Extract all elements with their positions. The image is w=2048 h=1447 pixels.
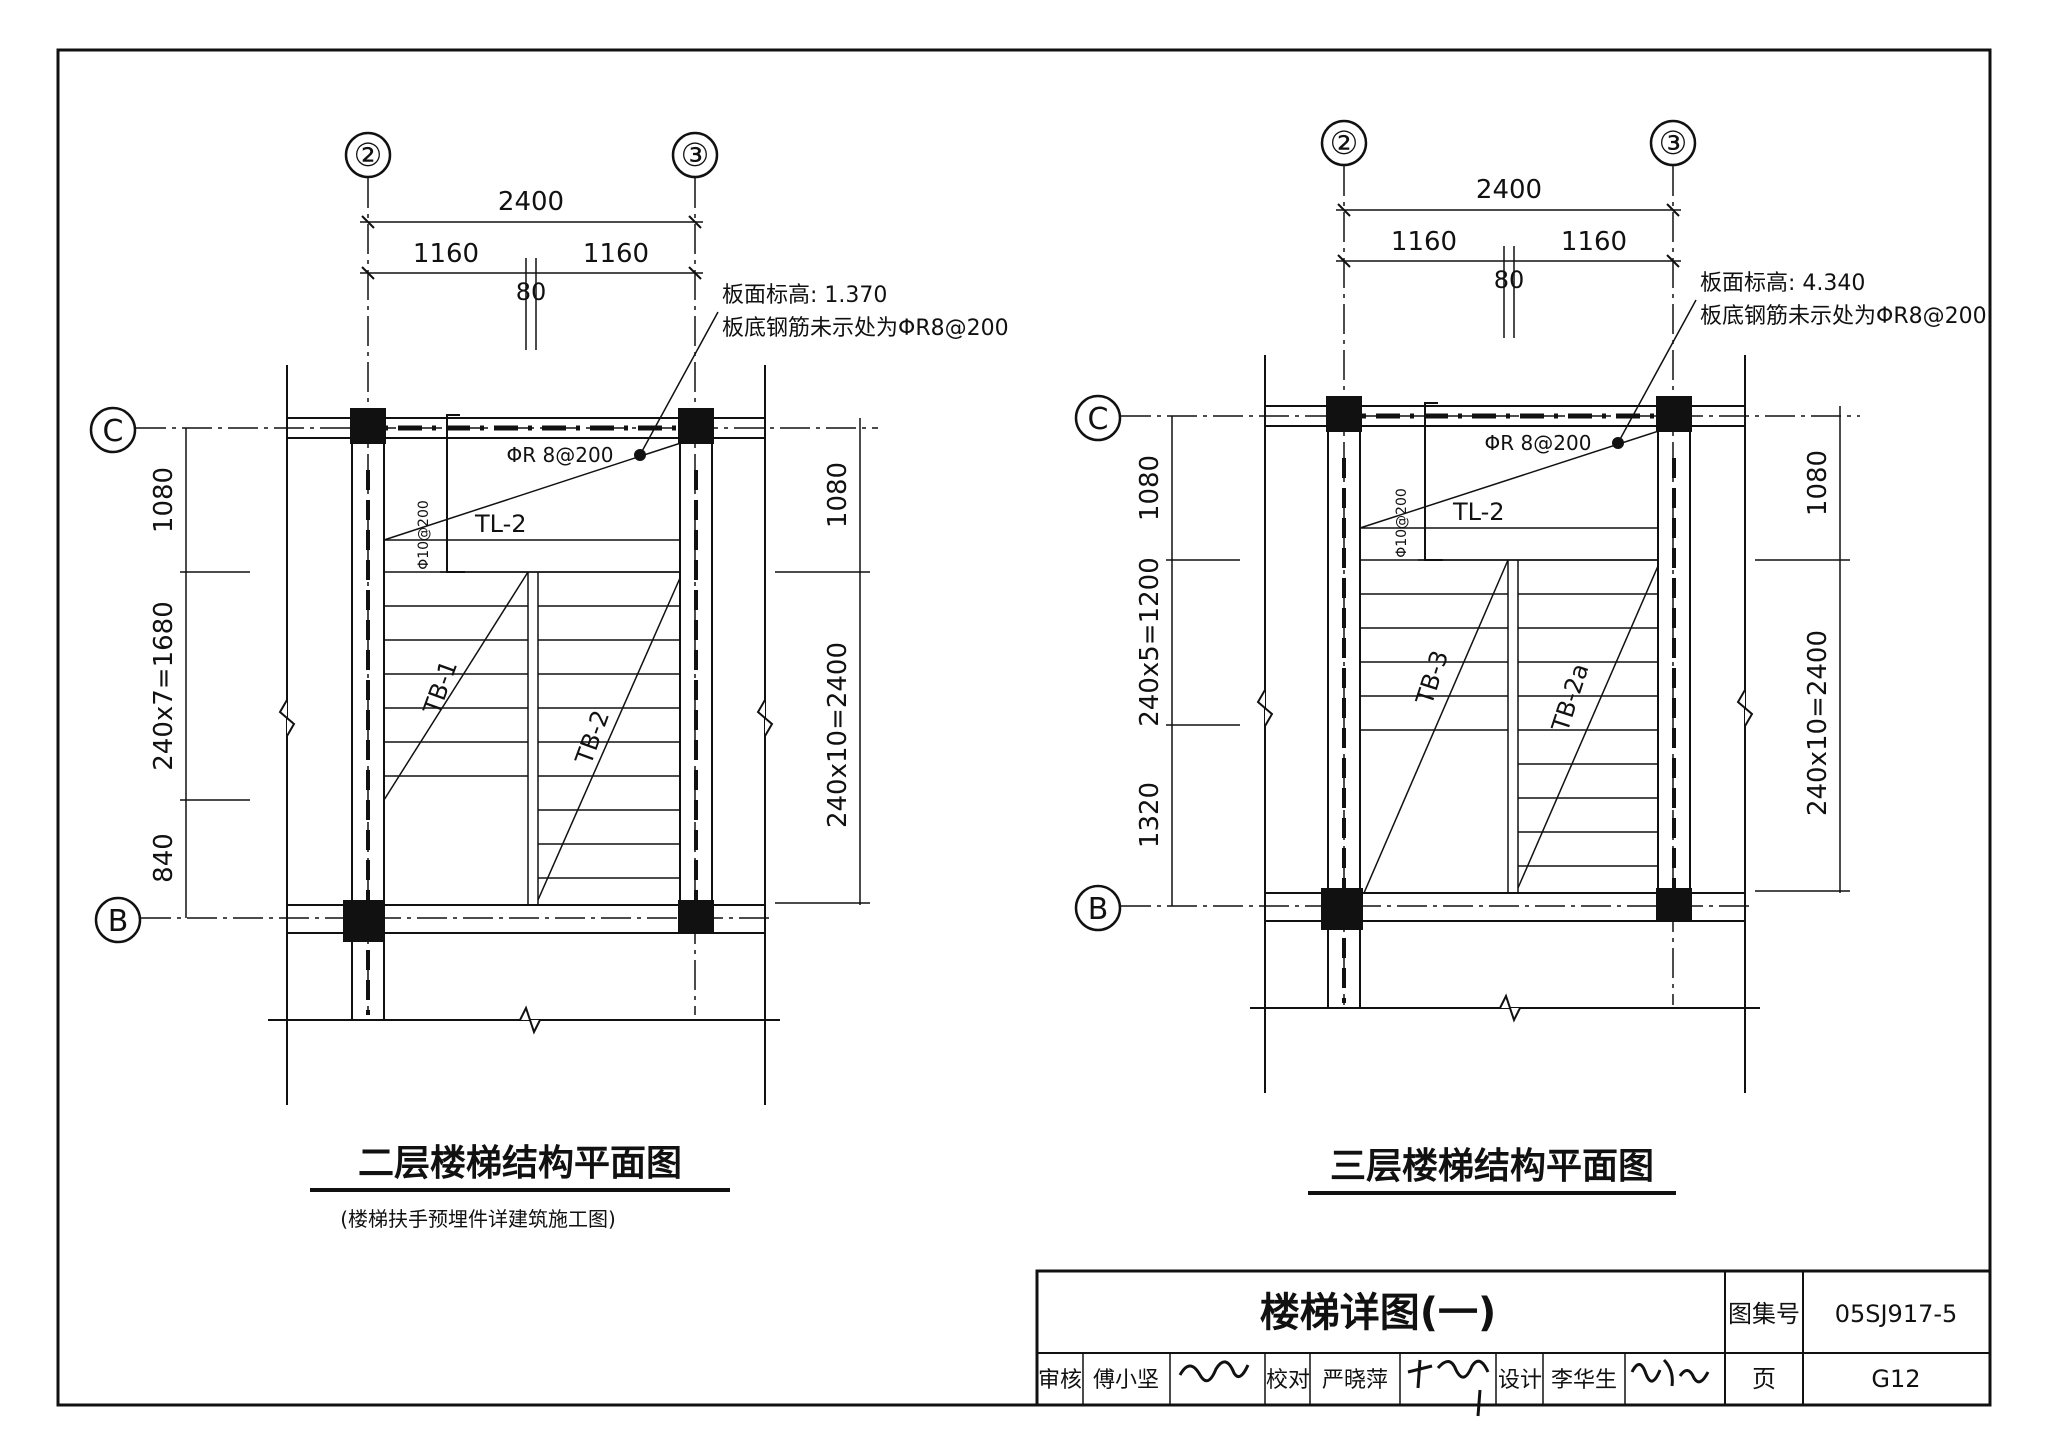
atlas-number: 05SJ917-5 <box>1835 1300 1958 1328</box>
column <box>678 900 714 932</box>
column <box>1656 888 1692 920</box>
checker-signature <box>1407 1359 1490 1417</box>
rebar-label: ΦR 8@200 <box>1485 431 1592 455</box>
note-elevation: 板面标高: 4.340 <box>1700 271 1865 296</box>
check-label: 校对 <box>1266 1368 1310 1393</box>
page-label: 页 <box>1752 1365 1776 1393</box>
dim-left: 1160 <box>1391 227 1457 257</box>
axis-bubble-3 <box>1649 119 1697 167</box>
designer-name: 李华生 <box>1551 1368 1617 1393</box>
stair-treads <box>383 571 681 905</box>
plan-subtitle: (楼梯扶手预埋件详建筑施工图) <box>340 1207 616 1231</box>
review-label: 审核 <box>1038 1368 1082 1393</box>
axis-bubble-b <box>94 896 142 944</box>
dim-left: 1160 <box>413 239 479 269</box>
sheet-border <box>56 48 1992 1407</box>
rebar-vertical: Φ10@200 <box>416 500 432 570</box>
axis-bubble-c <box>89 406 137 454</box>
title-block: 楼梯详图(一) 图集号 05SJ917-5 页 G12 审核 傅小坚 校对 严晓… <box>1035 1269 1992 1417</box>
drawing-title: 楼梯详图(一) <box>1260 1290 1497 1336</box>
axis-label-top-row: C <box>1088 402 1109 437</box>
flight-label: TB-2 <box>570 707 615 769</box>
plan-second-floor: ② ③ 2400 1160 1160 80 板面标高: 1.370 板底钢筋未示… <box>89 131 1009 1231</box>
dim-gap: 80 <box>1494 266 1525 294</box>
axis-label-bottom-row: B <box>1088 892 1109 927</box>
flight-label: TB-1 <box>418 657 463 719</box>
column <box>343 900 385 942</box>
column <box>350 408 386 444</box>
dim-right-1: 1080 <box>823 462 853 528</box>
axis-label-left-col: ② <box>1330 124 1359 162</box>
column <box>678 408 714 444</box>
flight-label: TB-2a <box>1546 660 1594 736</box>
note-rebar: 板底钢筋未示处为ΦR8@200 <box>722 316 1009 341</box>
note-elevation: 板面标高: 1.370 <box>722 283 887 308</box>
dim-left-3: 1320 <box>1135 782 1165 848</box>
stair-treads <box>1360 559 1659 894</box>
checker-name: 严晓萍 <box>1322 1368 1388 1393</box>
dim-right: 1160 <box>1561 227 1627 257</box>
axis-bubble-3 <box>671 131 719 179</box>
leader-line <box>639 311 719 456</box>
dim-right: 1160 <box>583 239 649 269</box>
note-rebar: 板底钢筋未示处为ΦR8@200 <box>1700 304 1987 329</box>
axis-bubble-2 <box>1320 119 1368 167</box>
reviewer-name: 傅小坚 <box>1093 1368 1159 1393</box>
designer-signature <box>1630 1358 1710 1387</box>
column <box>1656 396 1692 432</box>
dim-left-2: 240x7=1680 <box>149 601 179 771</box>
axis-label-right-col: ③ <box>681 136 710 174</box>
axis-label-right-col: ③ <box>1659 124 1688 162</box>
plan-third-floor: ② ③ 2400 1160 1160 80 板面标高: 4.340 板底钢筋未示… <box>1074 119 1987 1195</box>
axis-label-bottom-row: B <box>108 904 129 939</box>
rebar-label: ΦR 8@200 <box>507 443 614 467</box>
reviewer-signature <box>1178 1360 1250 1383</box>
axis-label-top-row: C <box>103 414 124 449</box>
dim-right-2: 240x10=2400 <box>823 642 853 828</box>
beam-label: TL-2 <box>1452 498 1505 526</box>
dim-left-1: 1080 <box>149 467 179 533</box>
dim-overall: 2400 <box>498 187 564 217</box>
axis-label-left-col: ② <box>354 136 383 174</box>
page-number: G12 <box>1871 1365 1920 1393</box>
dim-left-1: 1080 <box>1135 455 1165 521</box>
plan-title: 二层楼梯结构平面图 <box>358 1143 682 1184</box>
axis-bubble-c <box>1074 394 1122 442</box>
dim-right-2: 240x10=2400 <box>1803 630 1833 816</box>
column <box>1321 888 1363 930</box>
rebar-diagonal <box>383 439 691 541</box>
atlas-label: 图集号 <box>1728 1300 1800 1328</box>
dim-left-2: 240x5=1200 <box>1135 557 1165 727</box>
rebar-vertical: Φ10@200 <box>1394 488 1410 558</box>
dim-left-3: 840 <box>149 833 179 883</box>
column <box>1326 396 1362 432</box>
axis-bubble-b <box>1074 884 1122 932</box>
dim-right-1: 1080 <box>1803 450 1833 516</box>
axis-bubble-2 <box>344 131 392 179</box>
dim-overall: 2400 <box>1476 175 1542 205</box>
plan-title: 三层楼梯结构平面图 <box>1330 1146 1654 1187</box>
beam-label: TL-2 <box>474 510 527 538</box>
design-label: 设计 <box>1498 1368 1542 1393</box>
dim-gap: 80 <box>516 278 547 306</box>
